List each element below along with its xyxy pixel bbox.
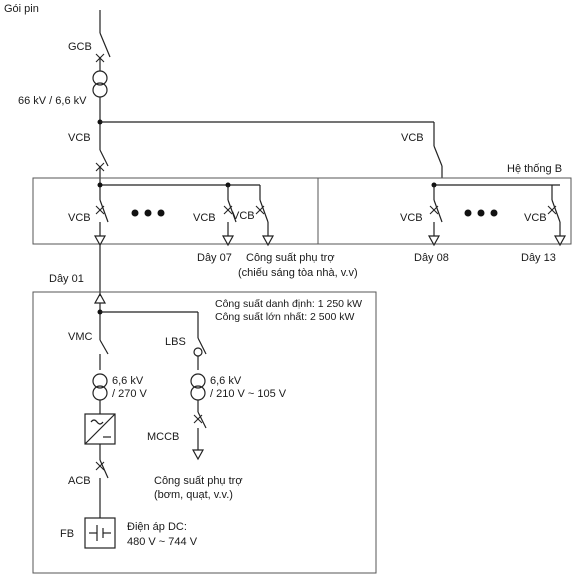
- bus-dot: [97, 182, 103, 188]
- feeder-01-label: Dây 01: [49, 273, 84, 285]
- gcb-label: GCB: [68, 41, 92, 53]
- mccb-label: MCCB: [147, 431, 179, 443]
- battery-symbol: [84, 517, 116, 549]
- dc-voltage-line2: 480 V ~ 744 V: [127, 536, 198, 548]
- panel-system-b: [317, 177, 572, 245]
- battery-pack-label: Gói pin: [4, 3, 39, 15]
- pcs-transformer-line1: 6,6 kV: [112, 375, 144, 387]
- aux-power-bottom-line2: (bơm, quạt, v.v.): [154, 489, 233, 501]
- vcb-aux-label: VCB: [232, 210, 255, 222]
- feeder-07-label: Dây 07: [197, 252, 232, 264]
- max-power-label: Công suất lớn nhất: 2 500 kW: [215, 311, 354, 323]
- aux-transformer-line2: / 210 V ~ 105 V: [210, 388, 287, 400]
- vmc-switch: [99, 339, 109, 370]
- gcb-switch-cross: [95, 53, 105, 63]
- acb-label: ACB: [68, 475, 91, 487]
- panel-system-a: [32, 177, 319, 245]
- more-feeders-ellipsis-b: [464, 209, 498, 217]
- main-transformer-symbol: [92, 70, 108, 98]
- aux-transformer-line1: 6,6 kV: [210, 375, 242, 387]
- aux-power-bottom-line1: Công suất phụ trợ: [154, 475, 243, 487]
- acb-switch: [95, 459, 109, 518]
- aux-transformer-symbol: [190, 373, 206, 401]
- pcs-inverter-symbol: [84, 413, 116, 445]
- vcb-feeder-07: [221, 185, 237, 247]
- lbs-label: LBS: [165, 336, 186, 348]
- vcb-system-b-label: VCB: [401, 132, 424, 144]
- feeder-08-label: Dây 08: [414, 252, 449, 264]
- aux-power-top-line2: (chiếu sáng tòa nhà, v.v): [238, 267, 358, 279]
- fuse-symbol: [193, 347, 203, 357]
- feeder-13-label: Dây 13: [521, 252, 556, 264]
- vcb-feeder-07-label: VCB: [193, 212, 216, 224]
- pcs-transformer-line2: / 270 V: [112, 388, 148, 400]
- vcb-main-label: VCB: [68, 132, 91, 144]
- main-transformer-label: 66 kV / 6,6 kV: [18, 95, 87, 107]
- branch-to-system-b: [100, 121, 443, 178]
- pcs-transformer-symbol: [92, 373, 108, 401]
- lbs-switch: [197, 312, 207, 355]
- incoming-line: [99, 10, 111, 150]
- vcb-feeder-08-label: VCB: [400, 212, 423, 224]
- panel-feeder-01: [32, 291, 377, 574]
- fb-label: FB: [60, 528, 74, 540]
- vcb-feeder-08: [427, 185, 443, 247]
- vcb-main-switch: [95, 149, 109, 200]
- aux-power-top-line1: Công suất phụ trợ: [246, 252, 335, 264]
- vcb-feeder-13: [547, 185, 567, 247]
- mccb-switch: [191, 411, 207, 461]
- vmc-label: VMC: [68, 331, 93, 343]
- dc-voltage-line1: Điện áp DC:: [127, 521, 187, 533]
- system-b-label: Hệ thống B: [507, 163, 562, 175]
- more-feeders-ellipsis-a: [131, 209, 165, 217]
- rated-power-label: Công suất danh định: 1 250 kW: [215, 298, 362, 310]
- vcb-feeder-13-label: VCB: [524, 212, 547, 224]
- vcb-feeder-01-label: VCB: [68, 212, 91, 224]
- vcb-feeder-01: [93, 199, 109, 296]
- vcb-aux-power: [255, 185, 275, 247]
